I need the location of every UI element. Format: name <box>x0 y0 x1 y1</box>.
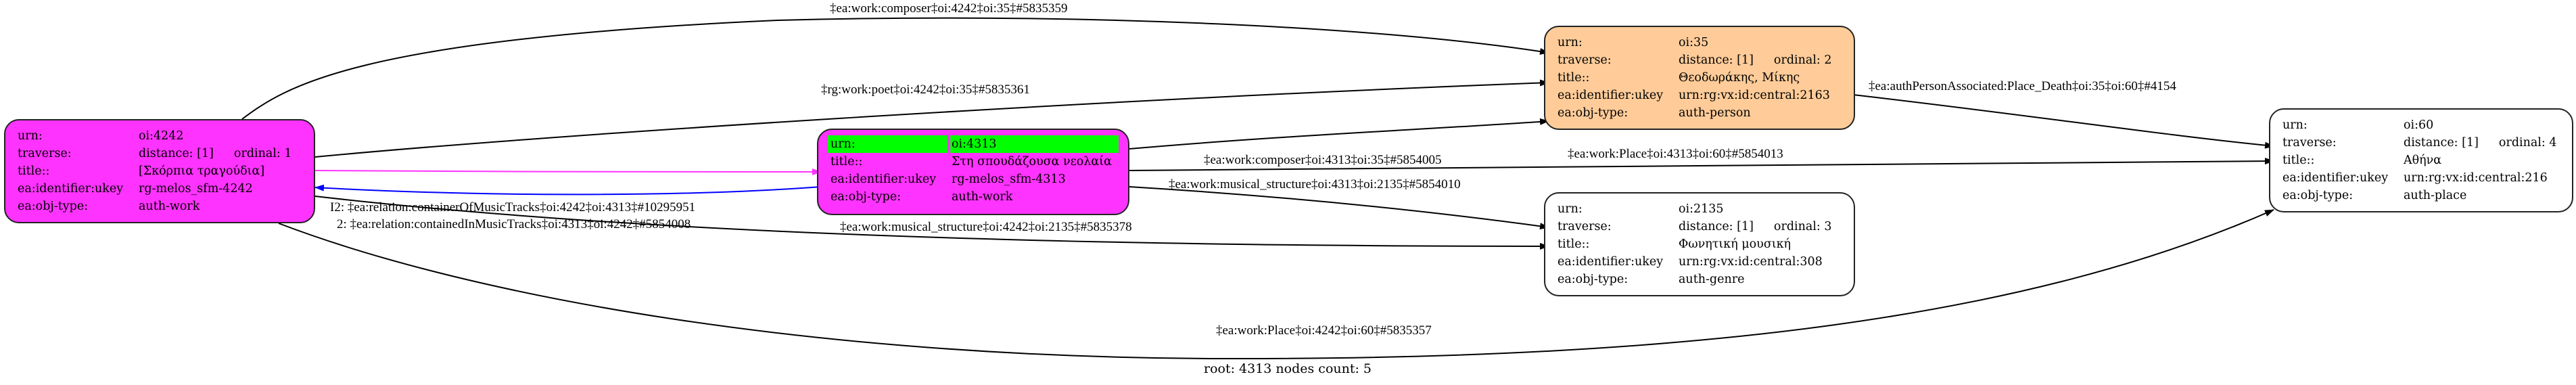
edge-poet-4242-35 <box>314 79 1549 158</box>
node-row-title: title::Θεοδωράκης, Μίκης <box>1558 71 1800 85</box>
edge-label-composer-4313-35: ‡ea:work:composer‡oi:4313‡oi:35‡#5854005 <box>1204 153 1442 167</box>
node-row-urn: urn:oi:2135 <box>1558 202 1724 216</box>
node-row-traverse: traverse:distance: [1]ordinal: 4 <box>2282 136 2557 150</box>
node-row-title: title::Στη σπουδάζουσα νεολαία <box>830 155 1112 168</box>
edge-label-contained-4313-4242: 2: ‡ea:relation:containedInMusicTracks‡o… <box>337 217 691 231</box>
graph-footer: root: 4313 nodes count: 5 <box>1204 361 1372 376</box>
node-row-obj-type: ea:obj-type:auth-place <box>2282 189 2467 202</box>
edge-label-place-4313-60: ‡ea:work:Place‡oi:4313‡oi:60‡#5854013 <box>1568 147 1783 161</box>
node-oi-4242[interactable]: urn:oi:4242 traverse:distance: [1]ordina… <box>4 119 315 223</box>
edge-place-death-35-60 <box>1852 94 2274 149</box>
node-row-traverse: traverse:distance: [1]ordinal: 2 <box>1558 53 1832 67</box>
node-row-obj-type: ea:obj-type:auth-genre <box>1558 273 1745 286</box>
node-row-obj-type: ea:obj-type:auth-work <box>830 190 1013 204</box>
edge-label-composer-4242-35: ‡ea:work:composer‡oi:4242‡oi:35‡#5835359 <box>830 1 1068 16</box>
edge-container-4242-4313 <box>314 168 822 175</box>
node-row-title: title::Αθήνα <box>2282 154 2442 167</box>
edge-composer-4313-35 <box>1129 118 1549 150</box>
edge-label-place-death-35-60: ‡ea:authPersonAssociated:Place_Death‡oi:… <box>1869 79 2176 93</box>
node-oi-35[interactable]: urn:oi:35 traverse:distance: [1]ordinal:… <box>1544 26 1855 130</box>
node-row-title: title::Φωνητική μουσική <box>1558 237 1792 251</box>
edge-contained-4313-4242 <box>314 184 822 196</box>
node-row-obj-type: ea:obj-type:auth-person <box>1558 106 1751 120</box>
edge-musical-4242-2135 <box>314 196 1549 250</box>
edge-label-poet-4242-35: ‡rg:work:poet‡oi:4242‡oi:35‡#5835361 <box>821 83 1030 97</box>
node-row-traverse: traverse:distance: [1]ordinal: 3 <box>1558 220 1832 233</box>
node-oi-60[interactable]: urn:oi:60 traverse:distance: [1]ordinal:… <box>2269 108 2573 212</box>
node-row-title: title::[Σκόρπια τραγούδια] <box>18 164 265 178</box>
edge-label-musical-4242-2135: ‡ea:work:musical_structure‡oi:4242‡oi:21… <box>840 220 1132 234</box>
edge-place-4242-60 <box>278 209 2274 360</box>
node-row-traverse: traverse:distance: [1]ordinal: 1 <box>18 147 292 160</box>
edge-label-musical-4313-2135: ‡ea:work:musical_structure‡oi:4313‡oi:21… <box>1169 177 1461 191</box>
node-row-urn-root: urn:oi:4313 <box>828 135 1119 153</box>
edge-composer-4242-35 <box>241 17 1549 120</box>
edge-musical-4313-2135 <box>1129 186 1549 230</box>
node-row-urn: urn:oi:4242 <box>18 129 184 143</box>
node-row-obj-type: ea:obj-type:auth-work <box>18 200 200 213</box>
edge-label-place-4242-60: ‡ea:work:Place‡oi:4242‡oi:60‡#5835357 <box>1216 323 1432 338</box>
node-row-urn: urn:oi:60 <box>2282 118 2434 132</box>
node-row-urn: urn:oi:35 <box>1558 36 1709 49</box>
edge-label-container-4242-4313: I2: ‡ea:relation:containerOfMusicTracks‡… <box>330 200 696 214</box>
node-oi-2135[interactable]: urn:oi:2135 traverse:distance: [1]ordina… <box>1544 192 1855 296</box>
node-oi-4313[interactable]: urn:oi:4313 title::Στη σπουδάζουσα νεολα… <box>817 129 1129 215</box>
